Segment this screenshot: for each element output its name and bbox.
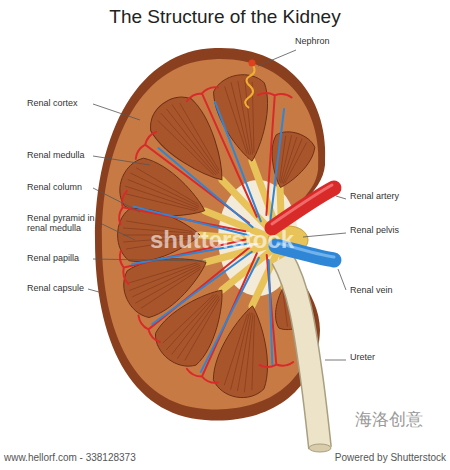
part-label: Renal column — [27, 182, 82, 192]
part-label: Renal cortex — [27, 98, 78, 108]
ureter-opening — [309, 444, 331, 452]
ureter — [282, 258, 320, 448]
part-label: Renal capsule — [27, 283, 84, 293]
nephron-detail — [245, 60, 255, 109]
watermark: Powered by Shutterstock — [335, 452, 446, 464]
watermark: shutterstock — [150, 226, 294, 254]
interlobar-arteries — [118, 85, 294, 385]
renal-pyramids — [112, 71, 317, 402]
renal-cortex — [102, 59, 319, 409]
renal-artery-highlight — [272, 185, 332, 224]
part-label: Renal medulla — [27, 150, 85, 160]
part-label: Renal vein — [350, 285, 393, 295]
part-label: Renal pelvis — [350, 225, 399, 235]
part-label: Renal papilla — [27, 253, 79, 263]
part-label: Renal pyramid in renal medulla — [27, 213, 99, 234]
diagram-title: The Structure of the Kidney — [0, 6, 450, 28]
ureter-outline — [282, 258, 320, 448]
renal-artery — [272, 188, 334, 228]
part-label: Renal artery — [350, 191, 399, 201]
renal-capsule — [95, 48, 325, 421]
watermark: 海洛创意 — [355, 410, 423, 430]
part-label: Nephron — [295, 36, 330, 46]
part-label: Ureter — [350, 352, 375, 362]
leader-lines — [88, 50, 346, 360]
watermark: www.hellorf.com - 338128373 — [4, 452, 136, 464]
